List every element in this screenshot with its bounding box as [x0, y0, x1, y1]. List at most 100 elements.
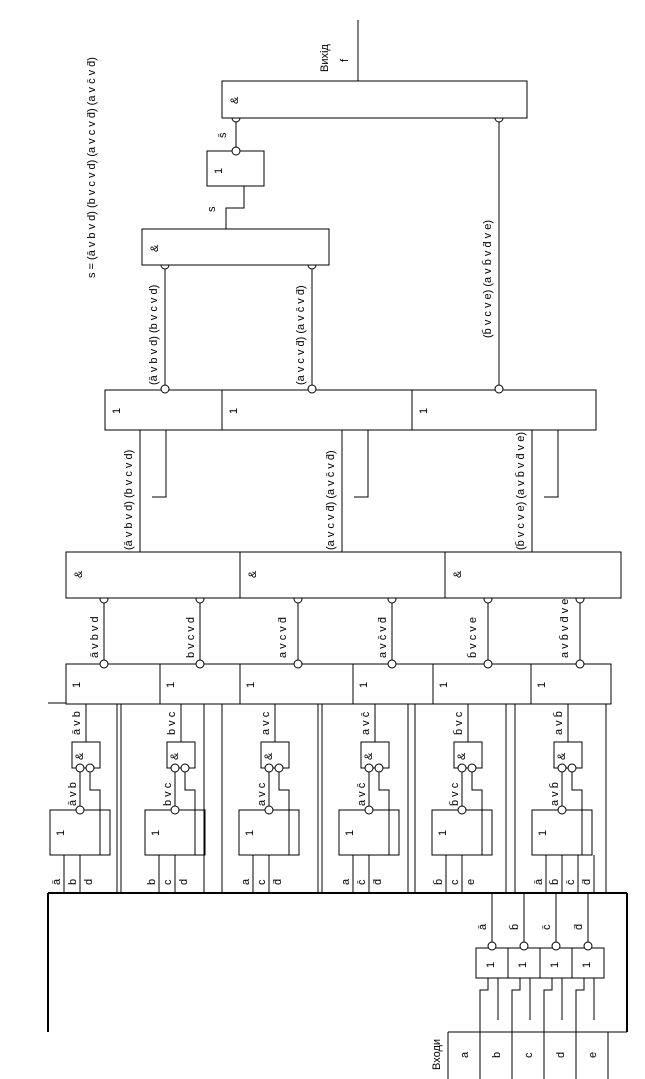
or1-output-label: a v c̄ [356, 782, 368, 806]
inv-bubble [557, 763, 567, 773]
svg-text:b̄ v c v e: b̄ v c v e [466, 617, 479, 658]
or-symbol: 1 [150, 830, 162, 836]
svg-text:1: 1 [549, 962, 561, 968]
input-label: d [83, 879, 95, 885]
input-label: d̄ [272, 879, 284, 885]
inv-bubble [170, 805, 180, 815]
input-label: ā [533, 878, 545, 885]
nand-gate-6 [553, 741, 583, 769]
or1-output-label: b̄ v c [448, 782, 461, 806]
inputs-title: Входи [431, 1039, 443, 1070]
inv-bubble [264, 763, 274, 773]
input-label: d̄ [372, 879, 384, 885]
inv-bubble [264, 805, 274, 815]
input-label: d [178, 879, 190, 885]
wire [471, 772, 483, 855]
inv-bubble [457, 763, 467, 773]
or1-output-label: ā v b [67, 782, 79, 806]
inv-bubble [75, 763, 85, 773]
svg-text:1: 1 [358, 682, 370, 688]
or4-gates: 1 1 1 (ā v b v d) (b v c v d) (a v c v d… [104, 118, 597, 431]
svg-text:1: 1 [213, 168, 225, 174]
nand-output-label: a v b̄ [552, 711, 565, 735]
and-symbol: & [74, 752, 86, 760]
nand-output-label: ā v b [71, 711, 83, 735]
input-label-a: a [459, 1051, 471, 1058]
inv-bubble [567, 763, 577, 773]
svg-text:ā v b v d: ā v b v d [89, 616, 101, 658]
svg-text:1: 1 [581, 962, 593, 968]
wire [571, 772, 583, 855]
or1-output-label: a v b̄ [548, 782, 561, 806]
inv-bubble [170, 763, 180, 773]
nand-gate-4 [360, 741, 390, 769]
svg-text:&: & [229, 96, 241, 104]
svg-text:1: 1 [165, 682, 177, 688]
svg-text:a v b̄ v d̄ v e: a v b̄ v d̄ v e [558, 599, 571, 658]
svg-text:&: & [247, 570, 259, 578]
svg-text:s̄: s̄ [217, 132, 229, 138]
input-label: ā [51, 878, 63, 885]
input-label: b̄ [432, 879, 445, 885]
svg-text:a v c v d̄: a v c v d̄ [277, 617, 289, 658]
svg-text:1: 1 [517, 962, 529, 968]
svg-text:a v c̄ v d̄: a v c̄ v d̄ [377, 617, 389, 658]
input-label: c [256, 879, 268, 885]
nand-gate-5 [453, 741, 483, 769]
input-label: c [449, 879, 461, 885]
svg-text:1: 1 [71, 682, 83, 688]
inv-bubble [75, 805, 85, 815]
input-label-c: c [523, 1052, 535, 1058]
final-and-gate: & Вихід f [221, 20, 528, 119]
inv-bubble [374, 763, 384, 773]
or-symbol: 1 [437, 830, 449, 836]
svg-text:1: 1 [485, 962, 497, 968]
or-symbol: 1 [537, 830, 549, 836]
svg-text:1: 1 [228, 408, 240, 414]
or1-output-label: a v c [256, 782, 268, 806]
svg-text:&: & [149, 244, 161, 252]
or-symbol: 1 [55, 830, 67, 836]
input-inverters: 1 1 1 1 ā b̄ c̄ d̄ [475, 893, 605, 1032]
nand-output-label: a v c [260, 711, 272, 735]
s-and-gate: & s 1 s̄ s = (ā v b v d) (b v c v d) (a … [86, 57, 504, 278]
svg-text:(b̄ v c v e) (a v b̄ v d̄ v e): (b̄ v c v e) (a v b̄ v d̄ v e) [514, 432, 527, 550]
nand-output-label: b̄ v c [452, 711, 465, 735]
svg-text:1: 1 [536, 682, 548, 688]
bus-frame [47, 892, 628, 1032]
input-label: b [146, 879, 158, 885]
svg-text:1: 1 [111, 408, 123, 414]
input-label: c̄ [356, 879, 368, 885]
or-symbol: 1 [244, 830, 256, 836]
wire [378, 772, 390, 855]
input-label: a [240, 878, 252, 885]
input-label: a [340, 878, 352, 885]
inv-bubble [364, 805, 374, 815]
input-label: b [67, 879, 79, 885]
svg-text:ā: ā [477, 923, 489, 930]
svg-text:(a v c v d̄) (a v c̄ v d̄): (a v c v d̄) (a v c̄ v d̄) [295, 285, 307, 385]
or2-gates: 1 1 1 1 1 1 ā v b v d b v c v d a v c v … [65, 594, 612, 705]
inv-bubble [364, 763, 374, 773]
nand-output-label: b v c [166, 711, 178, 735]
svg-text:1: 1 [245, 682, 257, 688]
nand-output-label: a v c̄ [360, 711, 372, 735]
and-symbol: & [363, 752, 375, 760]
svg-text:&: & [452, 570, 464, 578]
and-symbol: & [556, 752, 568, 760]
wire [89, 772, 101, 855]
and-symbol: & [169, 752, 181, 760]
inv-bubble [467, 763, 477, 773]
input-label: d̄ [581, 879, 593, 885]
inverter-c [539, 947, 573, 979]
svg-text:b̄: b̄ [508, 924, 521, 930]
and-symbol: & [456, 752, 468, 760]
inv-bubble [180, 763, 190, 773]
svg-text:1: 1 [438, 682, 450, 688]
inverter-d [571, 947, 605, 979]
input-label-e: e [587, 1052, 599, 1058]
and-symbol: & [263, 752, 275, 760]
input-label-b: b [491, 1052, 503, 1058]
